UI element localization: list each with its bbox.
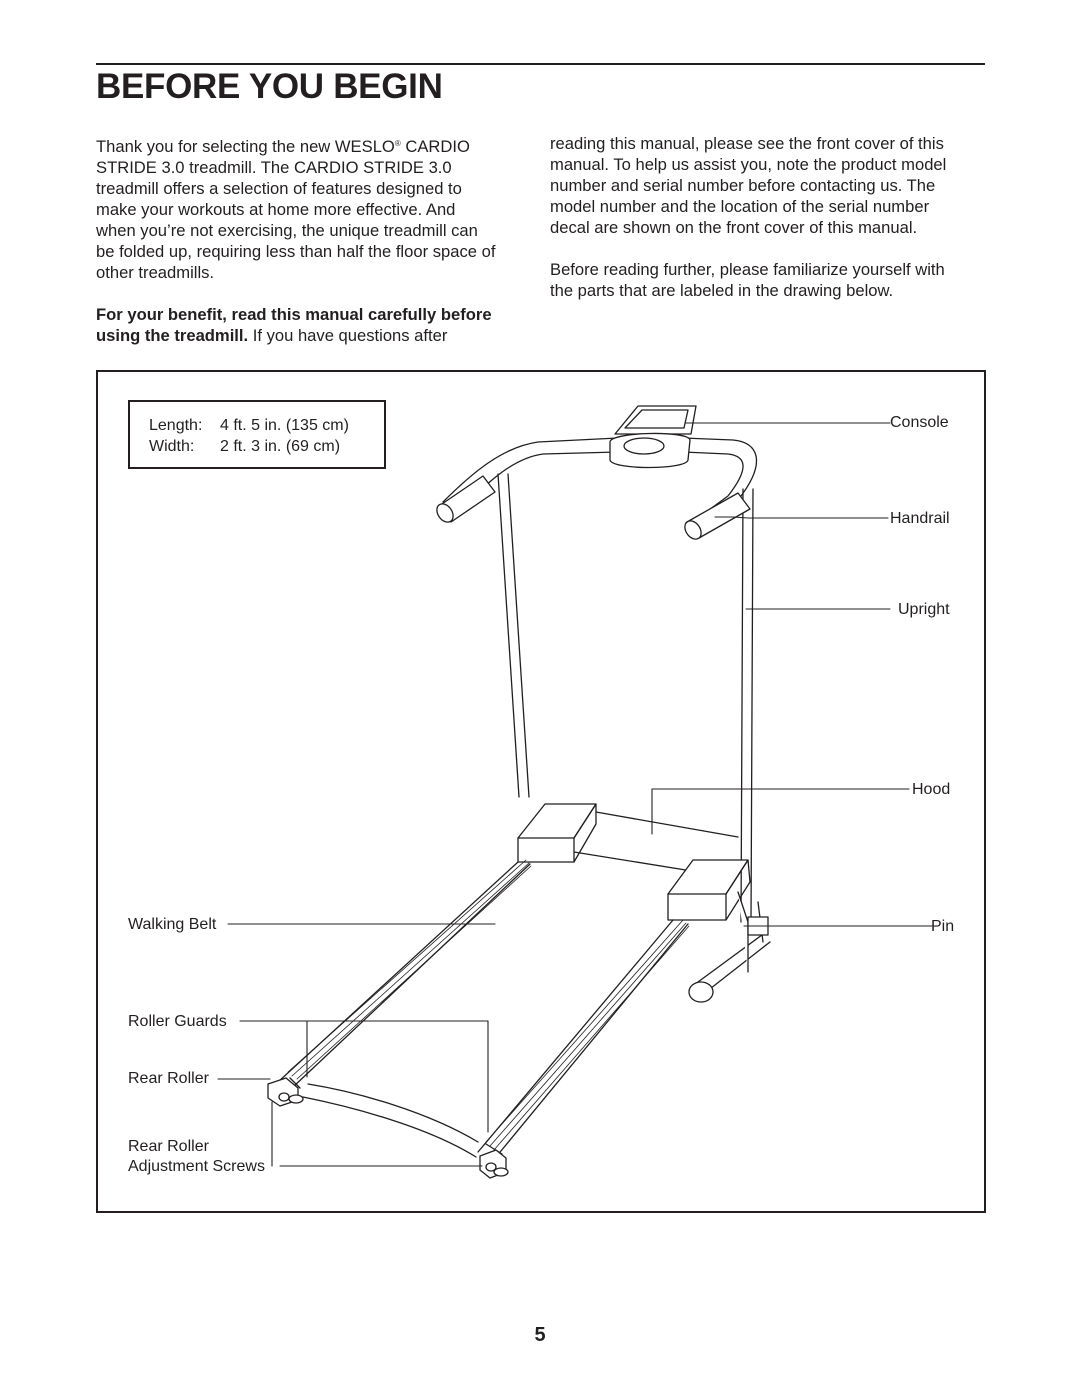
rear-end-caps (267, 1077, 509, 1179)
treadmill-diagram: Length: 4 ft. 5 in. (135 cm) Width: 2 ft. … (96, 370, 986, 1213)
intro-line: when you’re not exercising, the unique t… (96, 221, 478, 240)
contact-line: number and serial number before contacti… (550, 176, 936, 195)
bold-notice-line: For your benefit, read this manual caref… (96, 305, 492, 324)
label-pin: Pin (931, 918, 955, 935)
familiarize-paragraph: Before reading further, please familiari… (550, 259, 990, 301)
label-rear-roller-adjustment-1: Rear Roller (128, 1138, 209, 1155)
rail-ribbing (287, 859, 690, 1151)
page-title: BEFORE YOU BEGIN (96, 67, 443, 106)
header-rule (96, 63, 985, 65)
label-rear-roller-adjustment-2: Adjustment Screws (128, 1158, 265, 1175)
width-row: Width: 2 ft. 3 in. (69 cm) (149, 436, 384, 457)
label-rear-roller: Rear Roller (128, 1070, 209, 1087)
registered-mark: ® (394, 139, 401, 148)
intro-column-left: Thank you for selecting the new WESLO® C… (96, 133, 526, 367)
read-manual-paragraph: For your benefit, read this manual caref… (96, 304, 526, 346)
contact-line: model number and the location of the ser… (550, 197, 930, 216)
intro-line: make your workouts at home more effectiv… (96, 200, 456, 219)
familiarize-line: Before reading further, please familiari… (550, 260, 945, 279)
contact-line: manual. To help us assist you, note the … (550, 155, 947, 174)
treadmill-drawing (217, 405, 933, 1179)
intro-line: other treadmills. (96, 263, 215, 282)
intro-line: STRIDE 3.0 treadmill. The CARDIO STRIDE … (96, 158, 452, 177)
intro-line: Thank you for selecting the new WESLO® C… (96, 137, 470, 156)
right-grip (684, 492, 751, 540)
left-upright-tube (497, 473, 530, 798)
width-value: 2 ft. 3 in. (69 cm) (220, 438, 341, 455)
walking-belt-shape (302, 1083, 479, 1158)
adjustment-screws-leader (271, 1101, 483, 1167)
roller-guards-leader (239, 1020, 489, 1133)
handrail-leader (714, 516, 889, 519)
familiarize-line: the parts that are labeled in the drawin… (550, 281, 894, 300)
deck-rails (277, 861, 689, 1158)
front-base (688, 891, 771, 1003)
intro-paragraph: Thank you for selecting the new WESLO® C… (96, 133, 526, 283)
label-handrail: Handrail (890, 510, 950, 527)
length-key: Length: (149, 417, 203, 434)
label-upright: Upright (898, 601, 950, 618)
dimensions-box: Length: 4 ft. 5 in. (135 cm) Width: 2 ft. … (128, 400, 386, 469)
intro-column-right: reading this manual, please see the fron… (550, 133, 990, 322)
right-upright-tube (740, 488, 754, 923)
label-walking-belt: Walking Belt (128, 916, 217, 933)
hood-leader (651, 788, 910, 835)
contact-line: decal are shown on the front cover of th… (550, 218, 918, 237)
length-value: 4 ft. 5 in. (135 cm) (220, 417, 349, 434)
left-grip (436, 475, 496, 523)
intro-line: be folded up, requiring less than half t… (96, 242, 496, 261)
label-roller-guards: Roller Guards (128, 1013, 227, 1030)
callout-leaders (217, 422, 933, 1167)
console-shape (609, 405, 697, 469)
contact-line: reading this manual, please see the fron… (550, 134, 944, 153)
notice-line: using the treadmill. If you have questio… (96, 326, 448, 345)
page-number: 5 (534, 1324, 546, 1346)
width-key: Width: (149, 438, 195, 455)
label-hood: Hood (912, 781, 951, 798)
length-row: Length: 4 ft. 5 in. (135 cm) (149, 415, 384, 436)
hood-shape (517, 803, 751, 921)
label-console: Console (890, 414, 949, 431)
contact-paragraph: reading this manual, please see the fron… (550, 133, 990, 238)
intro-line: treadmill offers a selection of features… (96, 179, 462, 198)
